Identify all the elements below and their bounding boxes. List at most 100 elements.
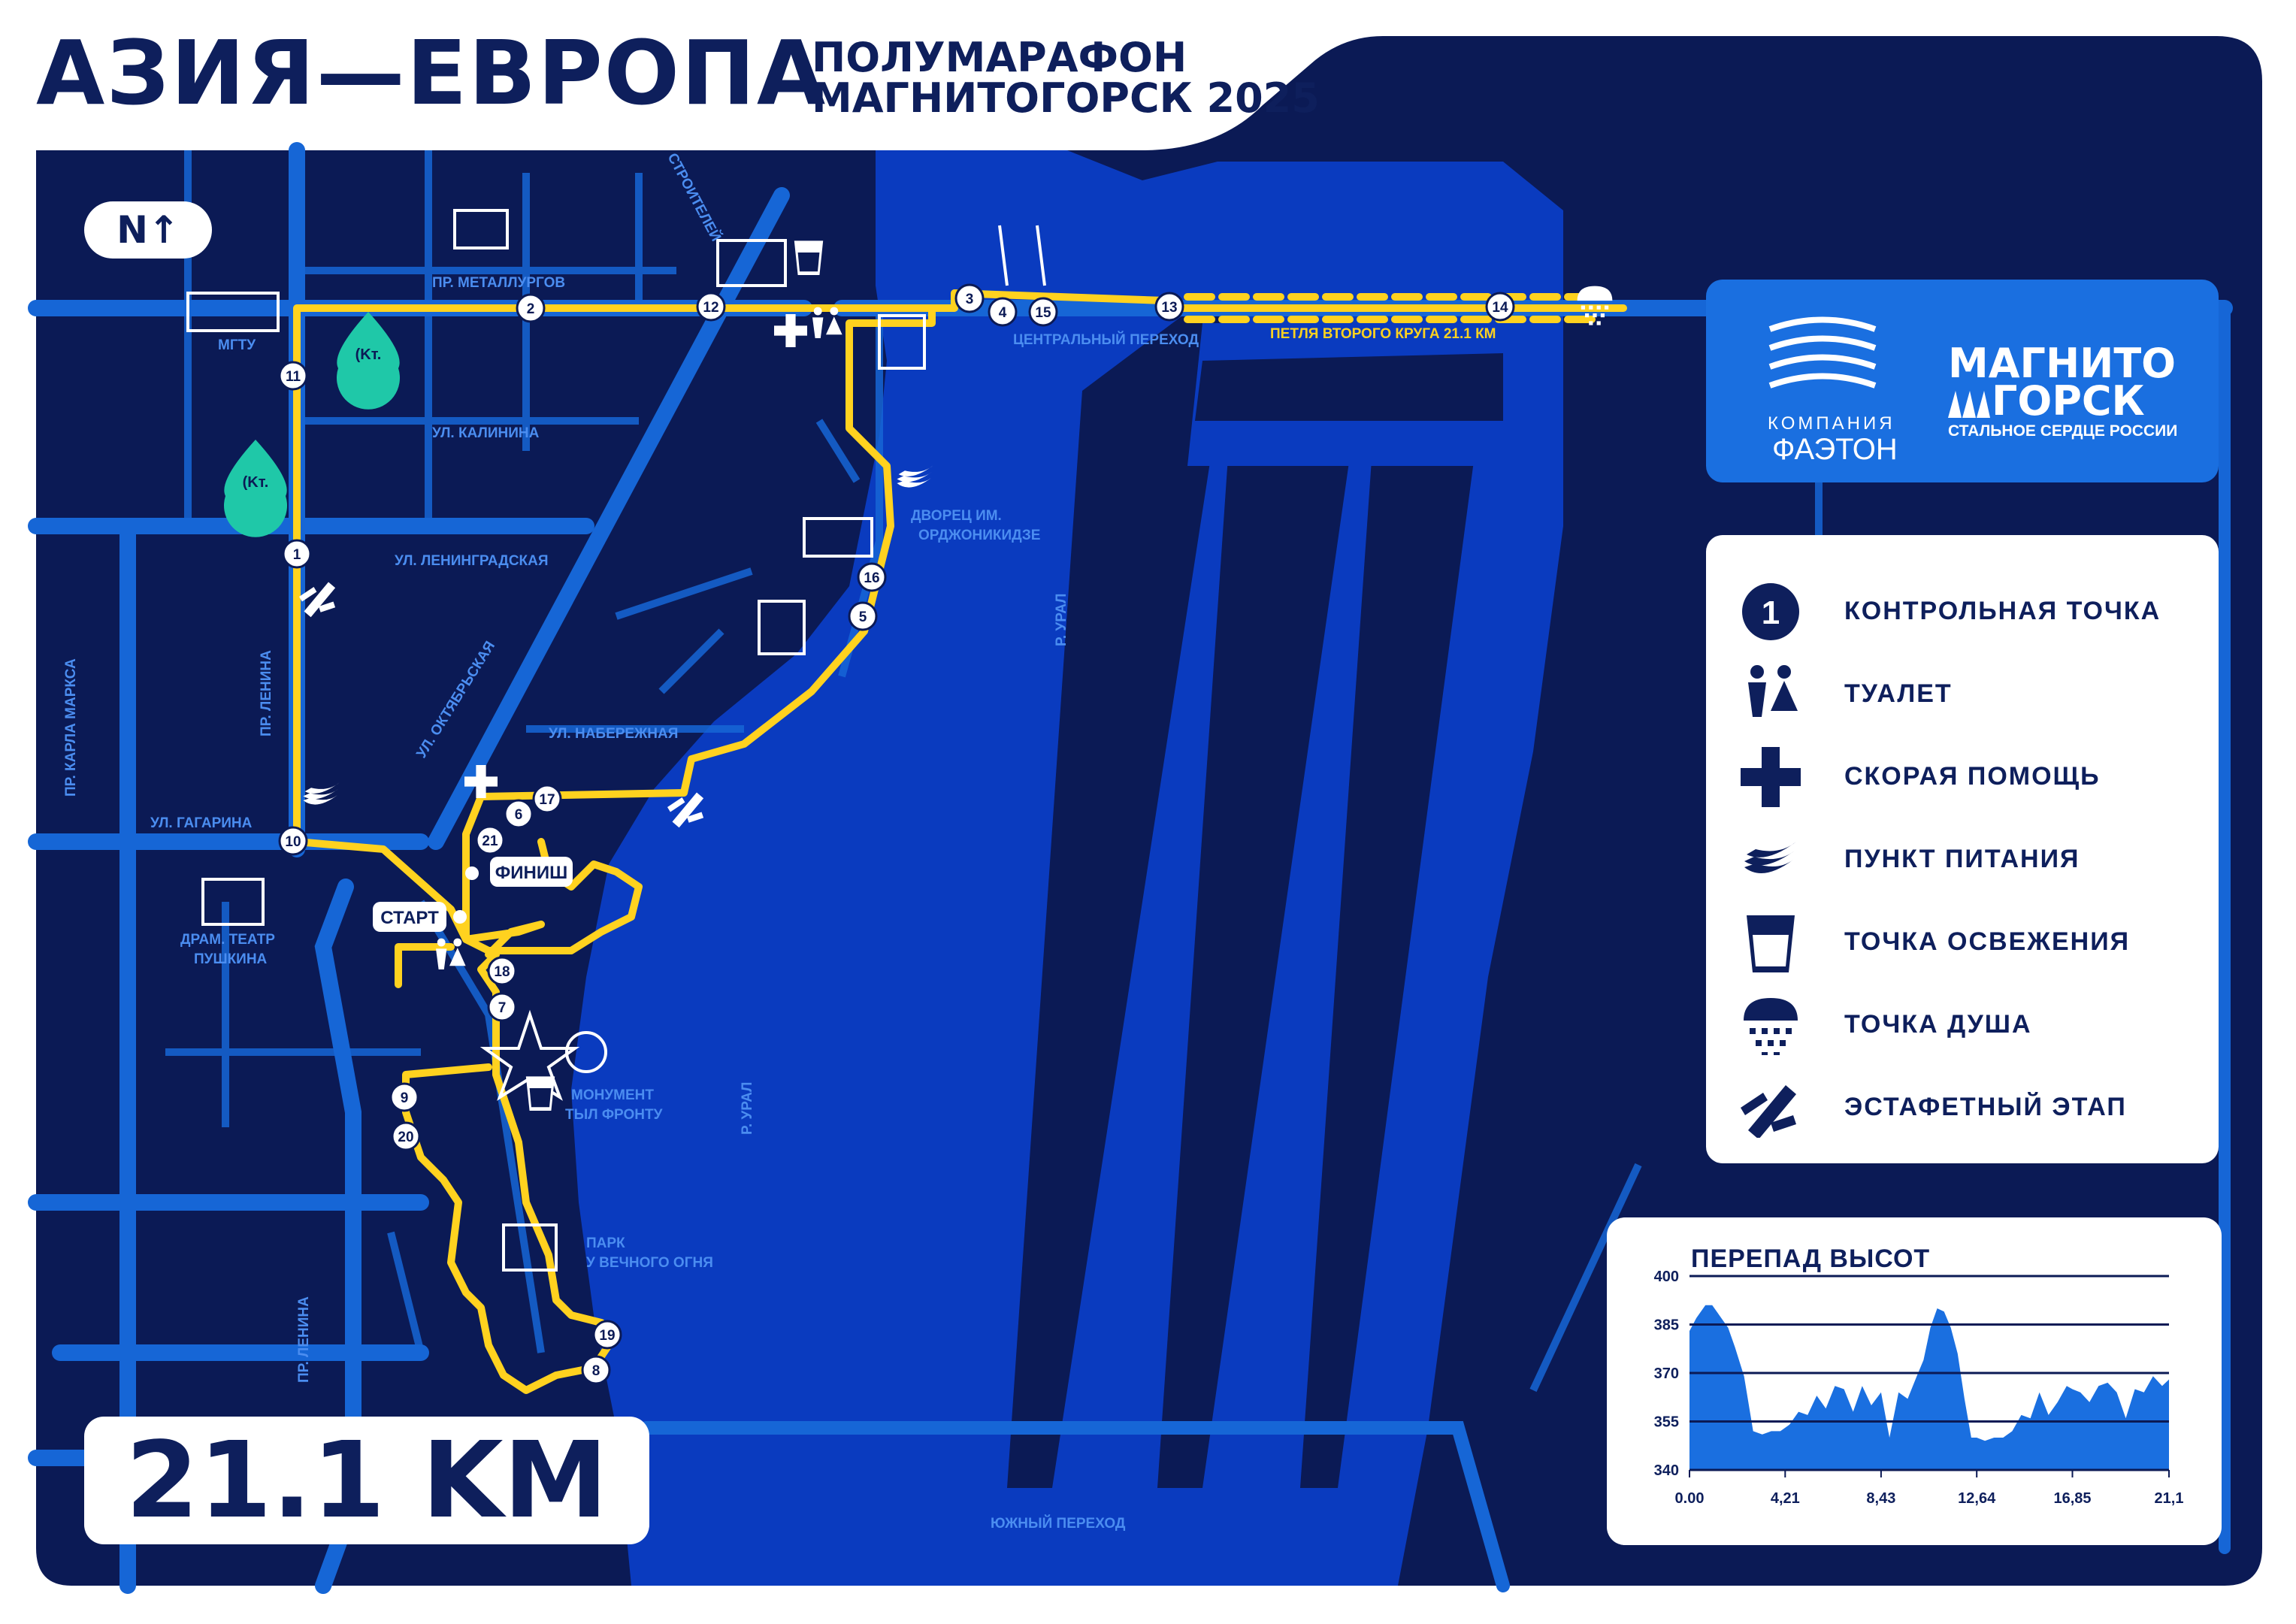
street-lenina-2: ПР. ЛЕНИНА (296, 1296, 312, 1383)
landmark-icons (186, 209, 1046, 1272)
place-mgtu: МГТУ (218, 337, 256, 353)
svg-text:5: 5 (859, 609, 867, 625)
legend-label: ТОЧКА ДУША (1844, 1010, 2032, 1039)
checkpoint-icon: 1 (1742, 583, 1799, 640)
kt-badge-2 (223, 440, 288, 537)
checkpoint-14: 14 (1485, 292, 1515, 322)
stele-icon (758, 600, 806, 655)
europe-asia-obelisk-icon (998, 225, 1046, 286)
legend-label: ЭСТАФЕТНЫЙ ЭТАП (1844, 1093, 2127, 1121)
palace-icon (803, 517, 873, 558)
checkpoint-7: 7 (487, 992, 517, 1022)
relay-icon-map-1 (299, 582, 336, 618)
checkpoint-18: 18 (487, 956, 517, 986)
city-slogan: СТАЛЬНОЕ СЕРДЦЕ РОССИИ (1948, 422, 2178, 440)
north-indicator: N↑ (84, 201, 212, 259)
kt-badge-1 (337, 312, 400, 410)
street-gagarina: УЛ. ГАГАРИНА (150, 815, 253, 831)
toilet-icon (1748, 665, 1798, 717)
finish-label: ФИНИШ (495, 863, 567, 883)
place-monument-1: МОНУМЕНТ (571, 1087, 654, 1103)
kt-badges: (Kт. (Kт. (223, 312, 400, 537)
svg-text:19: 19 (599, 1328, 615, 1344)
elevation-title: ПЕРЕПАД ВЫСОТ (1691, 1244, 1931, 1273)
svg-text:1: 1 (1762, 594, 1780, 631)
svg-text:18: 18 (494, 964, 510, 980)
river-label-2: Р. УРАЛ (740, 1082, 755, 1136)
legend-item-cup: ТОЧКА ОСВЕЖЕНИЯ (1706, 902, 2219, 977)
elevation-x-tick: 0.00 (1675, 1490, 1705, 1507)
street-metallurgov: ПР. МЕТАЛЛУРГОВ (432, 275, 565, 291)
svg-text:16: 16 (864, 570, 879, 586)
distance-value: 21.1 KM (126, 1419, 608, 1542)
globe-sign-icon (878, 314, 926, 370)
street-leningradskaya: УЛ. ЛЕНИНГРАДСКАЯ (395, 553, 549, 569)
checkpoint-11: 11 (278, 361, 308, 391)
street-naberezhnaya: УЛ. НАБЕРЕЖНАЯ (549, 726, 678, 742)
legend-item-toilet: ТУАЛЕТ (1706, 654, 2219, 729)
service-icons (299, 240, 1613, 1111)
checkpoint-21: 21 (475, 825, 505, 855)
elevation-x-tick: 12,64 (1958, 1490, 1996, 1507)
start-marker: СТАРТ (373, 902, 467, 932)
svg-text:(Kт.: (Kт. (243, 474, 269, 491)
cup-icon-map-1 (794, 240, 824, 275)
subtitle-line-2: МАГНИТОГОРСК 2025 (812, 74, 1320, 122)
svg-text:13: 13 (1161, 300, 1177, 316)
legend-label: ТУАЛЕТ (1844, 679, 1953, 708)
svg-text:11: 11 (286, 369, 301, 385)
place-palace-2: ОРДЖОНИКИДЗЕ (918, 528, 1040, 543)
checkpoint-20: 20 (391, 1121, 421, 1151)
relay-icon (1741, 1085, 1796, 1138)
sponsor-panel: КОМПАНИЯ ФАЭТОН МАГНИТО ГОРСК СТАЛЬНОЕ С… (1706, 280, 2219, 482)
street-lenina-1: ПР. ЛЕНИНА (259, 650, 274, 736)
subtitle-line-1: ПОЛУМАРАФОН (812, 34, 1187, 81)
faeton-logo-icon (1768, 316, 1877, 389)
elevation-y-tick: 370 (1654, 1365, 1679, 1382)
elevation-x-tick: 21,1 (2155, 1490, 2184, 1507)
svg-text:7: 7 (498, 1000, 507, 1016)
park-rotunda-icon (502, 1223, 558, 1272)
checkpoint-icon-glyph: 1 (1742, 583, 1799, 640)
theatre-icon (201, 878, 265, 926)
relay-icon-map-2 (667, 792, 704, 828)
checkpoint-16: 16 (857, 562, 887, 592)
place-park-2: У ВЕЧНОГО ОГНЯ (586, 1255, 713, 1271)
checkpoint-4: 4 (988, 297, 1018, 327)
mgtu-building-icon (186, 292, 280, 332)
svg-text:12: 12 (703, 300, 718, 316)
toilet-icon-map-1 (812, 307, 842, 338)
shower-icon-glyph (1744, 998, 1798, 1055)
faeton-company-name: ФАЭТОН (1772, 433, 1898, 466)
checkpoint-5: 5 (848, 601, 878, 631)
legend-item-shower: ТОЧКА ДУША (1706, 984, 2219, 1060)
start-label: СТАРТ (380, 908, 439, 928)
loop-label: ПЕТЛЯ ВТОРОГО КРУГА 21.1 КМ (1270, 326, 1496, 342)
globe-monument-icon (565, 1031, 607, 1073)
svg-text:14: 14 (1492, 300, 1508, 316)
place-theatre-1: ДРАМ. ТЕАТР (180, 932, 275, 948)
metallurg-monument-icon (453, 209, 509, 249)
finish-marker: ФИНИШ (465, 857, 573, 887)
svg-text:4: 4 (999, 305, 1007, 321)
svg-text:10: 10 (285, 834, 301, 850)
relay-icon-glyph (1741, 1085, 1796, 1138)
toilet-icon-glyph (1748, 665, 1798, 717)
legend-item-first-aid: СКОРАЯ ПОМОЩЬ (1706, 736, 2219, 812)
cup-icon-glyph (1747, 915, 1795, 972)
place-theatre-2: ПУШКИНА (194, 951, 268, 967)
industrial-zone (1007, 301, 1518, 1488)
checkpoint-19: 19 (592, 1320, 622, 1350)
place-park-1: ПАРК (586, 1235, 625, 1251)
central-crossing-label: ЦЕНТРАЛЬНЫЙ ПЕРЕХОД (1013, 331, 1199, 348)
legend-label: ТОЧКА ОСВЕЖЕНИЯ (1844, 927, 2131, 956)
distance-badge: 21.1 KM (84, 1417, 649, 1544)
river-label-1: Р. УРАЛ (1054, 594, 1069, 647)
shower-icon (1744, 998, 1798, 1055)
place-monument-2: ТЫЛ ФРОНТУ (565, 1107, 663, 1123)
svg-text:(Kт.: (Kт. (355, 346, 382, 363)
svg-text:20: 20 (398, 1130, 413, 1145)
